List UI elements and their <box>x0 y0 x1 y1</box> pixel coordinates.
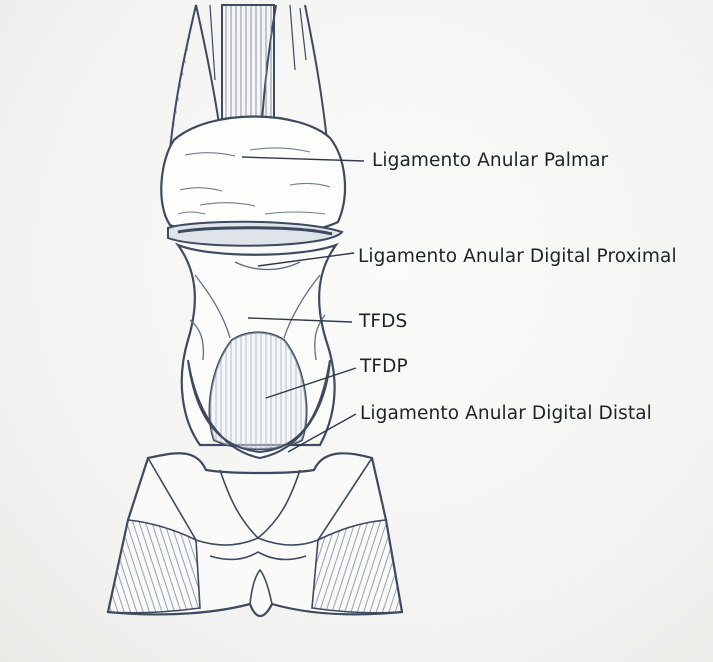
palmar-annular-ligament <box>161 117 345 236</box>
label-proximal-digital-annular-ligament: Ligamento Anular Digital Proximal <box>358 246 677 267</box>
label-tfdp: TFDP <box>360 356 408 377</box>
tfdp-window <box>210 333 307 450</box>
label-palmar-annular-ligament: Ligamento Anular Palmar <box>372 150 608 171</box>
hoof <box>108 453 402 616</box>
label-distal-digital-annular-ligament: Ligamento Anular Digital Distal <box>360 403 652 424</box>
fetlock-band <box>168 222 342 246</box>
label-tfds: TFDS <box>359 311 407 332</box>
